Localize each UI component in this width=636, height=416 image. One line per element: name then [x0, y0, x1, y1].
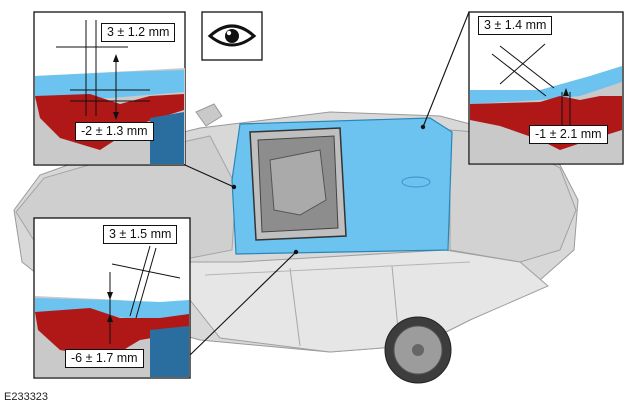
label-bottom-left-flush: -6 ± 1.7 mm [65, 349, 144, 368]
vehicle-mirror [195, 103, 223, 127]
eye-icon [201, 11, 263, 61]
label-top-left-flush: -2 ± 1.3 mm [75, 122, 154, 141]
label-top-right-gap: 3 ± 1.4 mm [478, 16, 553, 35]
vehicle-side [189, 249, 549, 353]
leader-lines [184, 11, 470, 356]
label-bottom-left-gap: 3 ± 1.5 mm [103, 225, 178, 244]
reference-code: E233323 [4, 391, 49, 403]
label-top-left-gap: 3 ± 1.2 mm [101, 23, 176, 42]
label-top-right-flush: -1 ± 2.1 mm [529, 125, 608, 144]
